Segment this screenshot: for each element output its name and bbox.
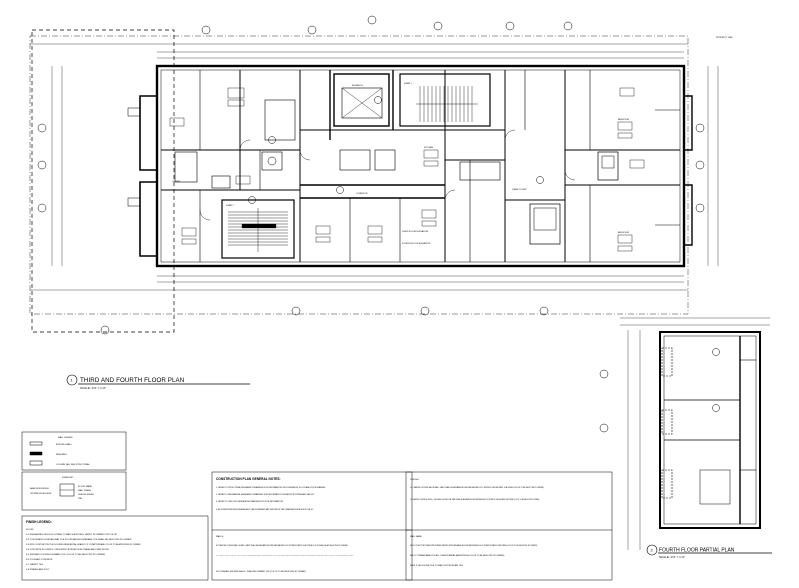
- plan-2-title: FOURTH FLOOR PARTIAL PLAN: [659, 547, 735, 553]
- construction-notes: CONSTRUCTION PLAN GENERAL NOTES: 1. REFE…: [211, 471, 413, 581]
- kitchen-label: KITCHEN: [424, 147, 434, 149]
- wall-base-line-1: WB-2 4" RUBBER BASE FOR ALL COMMON AREAS…: [410, 554, 505, 557]
- stair-1-label: STAIR 1: [404, 82, 413, 85]
- wall-legend-title: WALL LEGEND: [58, 436, 73, 439]
- wall-legend-item-0: EXISTING WALL: [56, 443, 73, 446]
- wall-legend-item-1: NEW WALL: [56, 453, 68, 456]
- plan-2-scale: SCALE: 1/4" = 1'-0": [659, 555, 685, 559]
- third-floor-elevation-label: THIRD FLOOR ELEVATION: [402, 230, 429, 233]
- plan-1-title-block: 1 THIRD AND FOURTH FLOOR PLAN SCALE: 1/4…: [66, 374, 250, 390]
- wall-base-title: WALL BASE:: [410, 535, 423, 538]
- finish-legend-line-5: F-6 POLISHED CONCRETE: [26, 559, 53, 561]
- finish-legend-line-1: F-2 PORCELAIN 1X1 HEXAGONAL TILE FLOOR B…: [26, 538, 132, 541]
- finish-key-left-1: CROWN MOULDINGS: [30, 493, 52, 495]
- main-plan-labels: PROPERTY LINE ELEVATOR STAIR 1 STAIR 2 C…: [172, 37, 733, 245]
- finish-legend-line-0: F-1 ENGINEERED WOOD FLOORING TO MATCH EX…: [26, 533, 117, 536]
- general-note-1: 2. REFER TO MECHANICAL ENGINEER'S DRAWIN…: [216, 493, 315, 496]
- wall-base-line-2: WB-3 4" BULLNOSE TILE TO MATCH PORCELAIN…: [410, 564, 464, 567]
- finish-legend-title: FINISH LEGEND:: [26, 520, 52, 524]
- finish-legend-line-2: F-3 VINYL COMPOSITION TILE FLOORING RESI…: [26, 543, 141, 546]
- walls-title: WALLS:: [216, 535, 224, 538]
- elevator-label: ELEVATOR: [352, 84, 363, 87]
- plan-1-title: THIRD AND FOURTH FLOOR PLAN: [80, 377, 184, 384]
- plan-2-title-block: 2 FOURTH FLOOR PARTIAL PLAN SCALE: 1/4" …: [646, 544, 772, 559]
- finish-legend: FINISH LEGEND: FLOOR: F-1 ENGINEERED WOO…: [21, 515, 209, 581]
- ceiling-line-1: CL-2 PAINTED CONCRETE CEILING - ONE LAYE…: [410, 498, 540, 501]
- finish-key: FINISH KEY BASE MOULDINGS CROWN MOULDING…: [21, 471, 127, 511]
- stair-2-label: STAIR 2: [226, 204, 235, 207]
- fourth-floor-elevation-label: FOURTH FLOOR ELEVATION: [402, 242, 431, 245]
- finish-legend-floor-heading: FLOOR:: [26, 529, 34, 531]
- closet-label: CLOSET: [172, 181, 181, 183]
- main-floor-plan: [29, 15, 719, 335]
- plan-2-number: 2: [651, 548, 654, 553]
- wall-legend: WALL LEGEND EXISTING WALL NEW WALL COLUM…: [21, 431, 127, 471]
- general-notes-title: CONSTRUCTION PLAN GENERAL NOTES:: [216, 477, 281, 481]
- partial-floor-plan: [599, 317, 770, 550]
- finish-key-right-3: TBD: [78, 498, 83, 500]
- finish-key-right-0: FLOOR NAME: [78, 485, 92, 488]
- ceiling-and-base-notes: CEILING: CL-1 PAINTED GYPSUM WALL BOARD …: [405, 471, 613, 581]
- general-note-3: 4. ALL INTERIOR BUILDING FINISHES ARE TO…: [216, 508, 314, 511]
- bedroom-label-lower: BEDROOM: [618, 232, 629, 234]
- walls-line-1: W-2 PAINTED GYPSUM WALL BOARD - WET AREA…: [216, 554, 354, 557]
- finish-legend-line-7: F-8 STAINED AND POLY: [26, 568, 50, 571]
- plan-1-scale: SCALE: 1/4" = 1'-0": [80, 386, 106, 390]
- finish-legend-line-4: F-5 SHOWER FLOORING CERAMIC TILE (COLOR …: [26, 553, 105, 556]
- ceiling-title: CEILING:: [410, 479, 419, 481]
- general-note-2: 3. REFER TO THE CIVIL ENGINEER'S DRAWING…: [216, 500, 284, 503]
- wall-legend-item-2: COLUMN TAG, SEE STRUCTURAL: [56, 463, 90, 466]
- property-line-label: PROPERTY LINE: [716, 37, 733, 39]
- ceiling-line-0: CL-1 PAINTED GYPSUM WALL BOARD - PAINT S…: [410, 486, 545, 489]
- walls-line-0: W-1 PAINTED GYPSUM WALL BOARD - PAINT SH…: [216, 544, 349, 547]
- plan-1-number: 1: [71, 378, 74, 383]
- finish-key-right-1: WALL FINISH: [78, 489, 91, 492]
- corridor-label: CORRIDOR: [356, 193, 368, 195]
- wall-base-line-0: WB-1 1/4" FACTORY FINISH PRE-PRIMED PAIN…: [410, 544, 538, 547]
- finish-legend-line-3: F-4 CONCRETE FLOORING CONCENTRIC BORDER …: [26, 548, 109, 551]
- finish-key-left-0: BASE MOULDINGS: [30, 487, 49, 490]
- general-note-0: 1. REFER TO STRUCTURAL ENGINEER'S DRAWIN…: [216, 486, 326, 489]
- linen-closet-label: LINEN CLOSET: [512, 189, 528, 191]
- bedroom-label-upper: BEDROOM: [618, 119, 629, 121]
- finish-key-right-2: CEILING FINISH: [78, 494, 94, 496]
- finish-key-title: FINISH KEY: [62, 477, 74, 479]
- finish-legend-line-6: F-7 CARPET TILE: [26, 563, 44, 566]
- walls-line-2: W-3 TUBE AND SHOWER WALLS - SHALL BE CER…: [216, 570, 307, 573]
